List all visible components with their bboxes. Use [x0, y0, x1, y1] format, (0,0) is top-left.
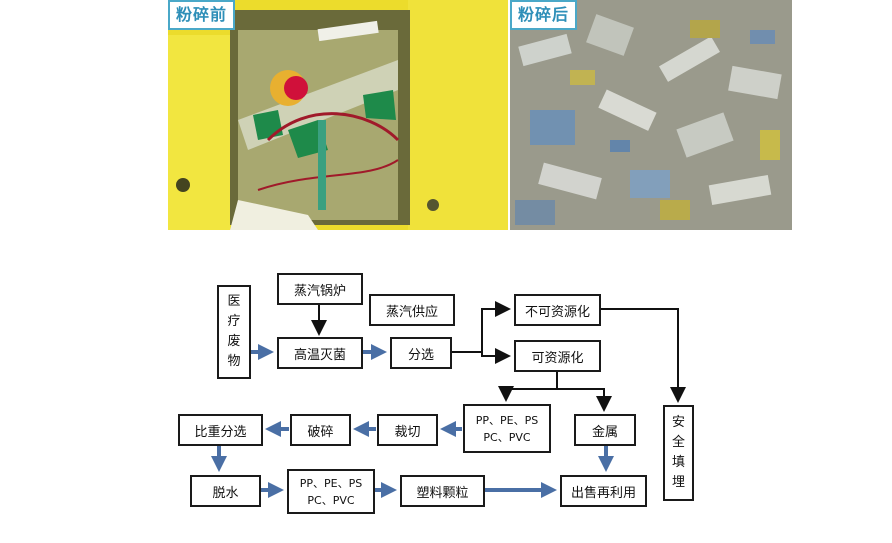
shredded-waste-image [510, 0, 792, 230]
sharps-container-image [168, 0, 508, 230]
node-crushing: 破碎 [290, 414, 351, 446]
node-safe-landfill: 安 全 填 埋 [663, 405, 694, 501]
before-label: 粉碎前 [168, 0, 236, 30]
thick-arrows [211, 344, 614, 498]
node-dewatering: 脱水 [190, 475, 261, 507]
photo-before-shredding: 粉碎前 [168, 0, 508, 230]
node-cutting: 裁切 [377, 414, 438, 446]
node-sorting: 分选 [390, 337, 452, 369]
node-steam-supply: 蒸汽供应 [369, 294, 455, 326]
node-plastics-bottom: PP、PE、PS PC、PVC [287, 469, 375, 514]
node-metal: 金属 [574, 414, 636, 446]
after-label: 粉碎后 [510, 0, 578, 30]
node-high-temp-sterilization: 高温灭菌 [277, 337, 363, 369]
node-medical-waste: 医 疗 废 物 [217, 285, 251, 379]
node-plastic-granules: 塑料颗粒 [400, 475, 485, 507]
thin-arrows [311, 301, 686, 412]
node-steam-boiler: 蒸汽锅炉 [277, 273, 363, 305]
node-plastics-top: PP、PE、PS PC、PVC [463, 404, 551, 453]
node-sale-reuse: 出售再利用 [560, 475, 647, 507]
node-gravity-separation: 比重分选 [178, 414, 263, 446]
node-recyclable: 可资源化 [514, 340, 601, 372]
node-non-recyclable: 不可资源化 [514, 294, 601, 326]
photo-after-shredding: 粉碎后 [510, 0, 792, 230]
